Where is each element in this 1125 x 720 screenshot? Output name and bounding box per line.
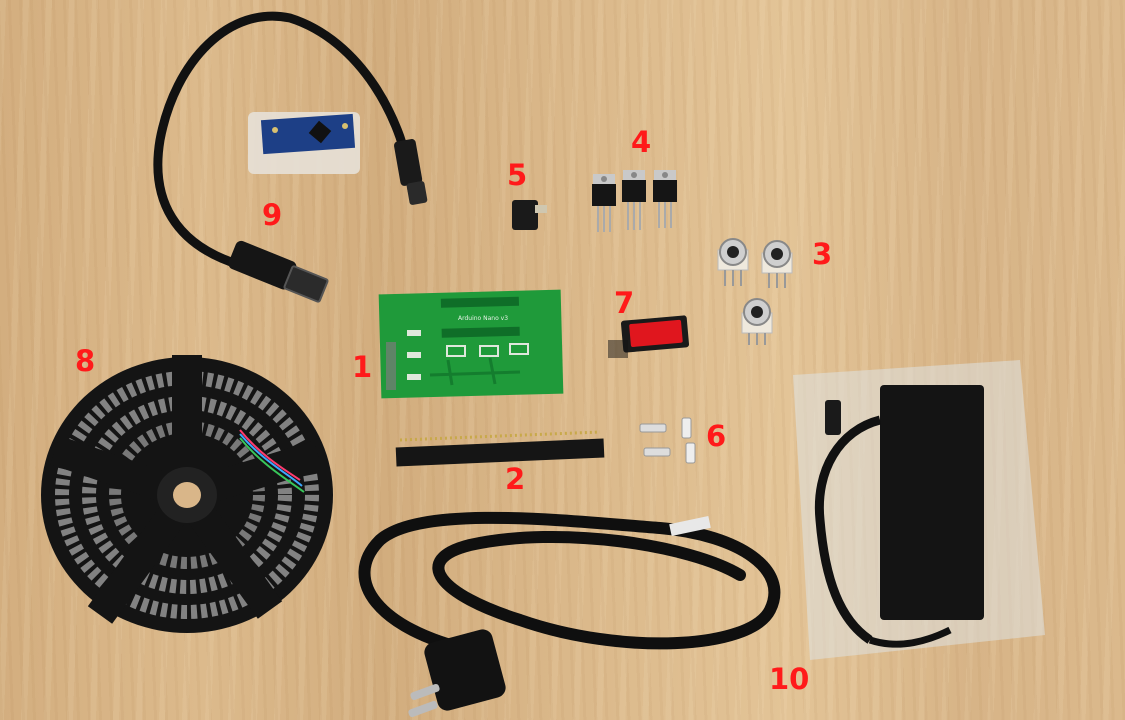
label-3: 3 [812, 237, 833, 271]
label-9: 9 [262, 198, 283, 232]
label-4: 4 [631, 125, 652, 159]
rocker-switch [608, 315, 690, 358]
power-adapter [793, 360, 1045, 660]
pin-header [395, 430, 605, 467]
pcb-board [378, 289, 564, 399]
label-10: 10 [769, 662, 810, 696]
pcb-silkscreen-text: Arduino Nano v3 [458, 315, 508, 322]
led-strip-reel [41, 355, 333, 633]
dc-power-jack [512, 200, 547, 230]
label-1: 1 [352, 350, 373, 384]
label-8: 8 [75, 344, 96, 378]
label-6: 6 [706, 419, 727, 453]
label-7: 7 [614, 286, 635, 320]
usb-cable [153, 11, 428, 303]
power-cord [358, 511, 781, 718]
voltage-regulators [592, 170, 677, 232]
label-5: 5 [507, 158, 528, 192]
potentiometers [717, 238, 793, 345]
label-2: 2 [505, 462, 526, 496]
arduino-nano [248, 112, 360, 174]
fuses [639, 417, 696, 464]
